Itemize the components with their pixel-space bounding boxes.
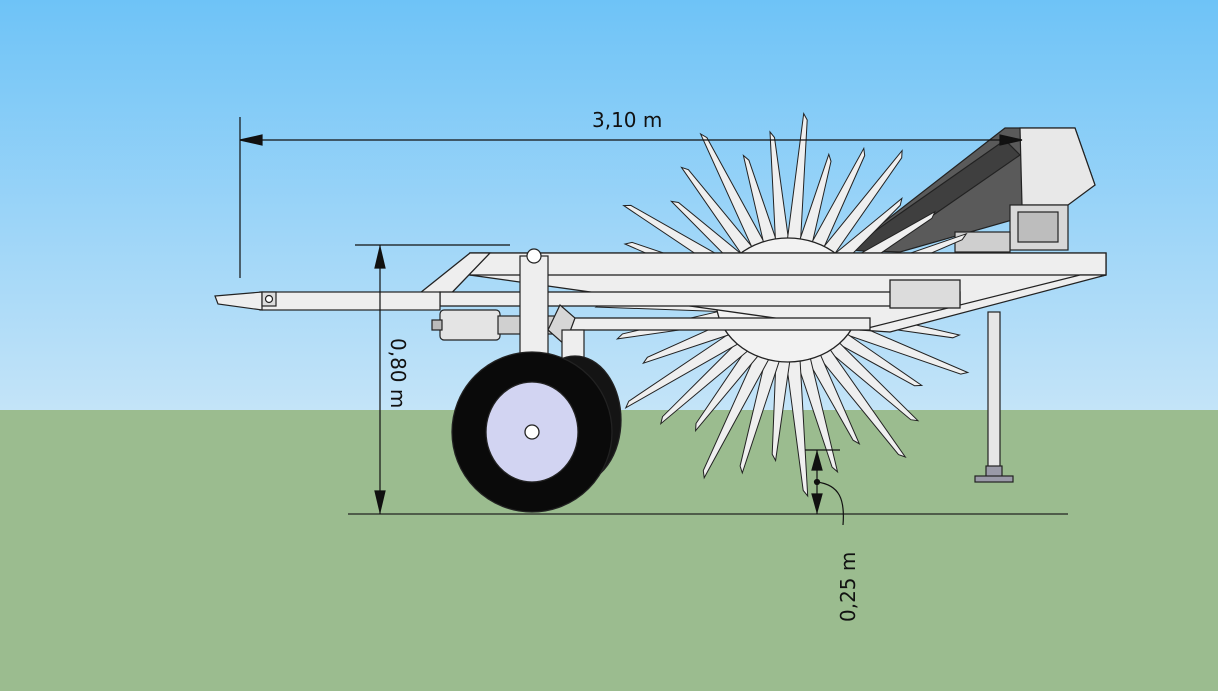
wheel-arm — [519, 248, 585, 379]
main-frame — [418, 252, 1107, 333]
height-label: 0,80 m — [386, 338, 410, 409]
length-label: 3,10 m — [592, 108, 663, 132]
clearance-label: 0,25 m — [836, 551, 860, 622]
drawbar — [214, 291, 441, 311]
dimension-length — [239, 117, 1023, 278]
dimension-clearance — [805, 449, 844, 526]
rear-stand — [974, 311, 1014, 483]
wheel — [451, 351, 622, 513]
hopper — [846, 127, 1096, 253]
dimension-height — [355, 244, 510, 514]
